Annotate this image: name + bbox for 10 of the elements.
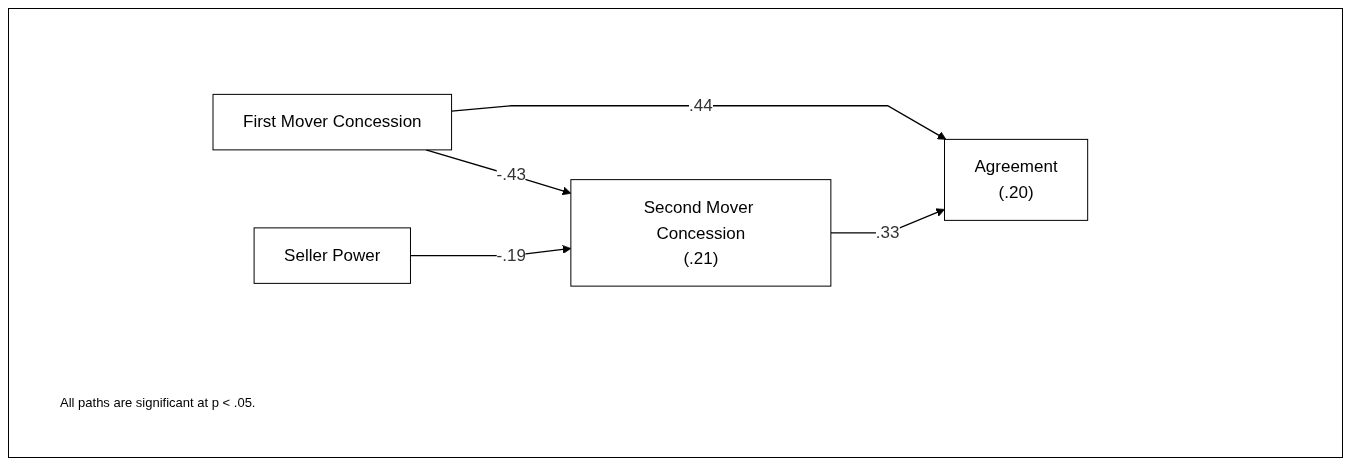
edge-label: -.43 [496,165,526,185]
arrow [450,105,946,141]
node-box: Seller Power [253,227,411,285]
node-box: First Mover Concession [212,94,452,151]
edge-label: -.19 [496,246,526,266]
edge-label: .44 [688,96,713,116]
node-box: Agreement (.20) [943,139,1088,222]
edge-label: .33 [875,223,900,243]
note-text: All paths are significant at p < .05. [60,395,256,410]
node-box: Second Mover Concession (.21) [570,179,831,288]
